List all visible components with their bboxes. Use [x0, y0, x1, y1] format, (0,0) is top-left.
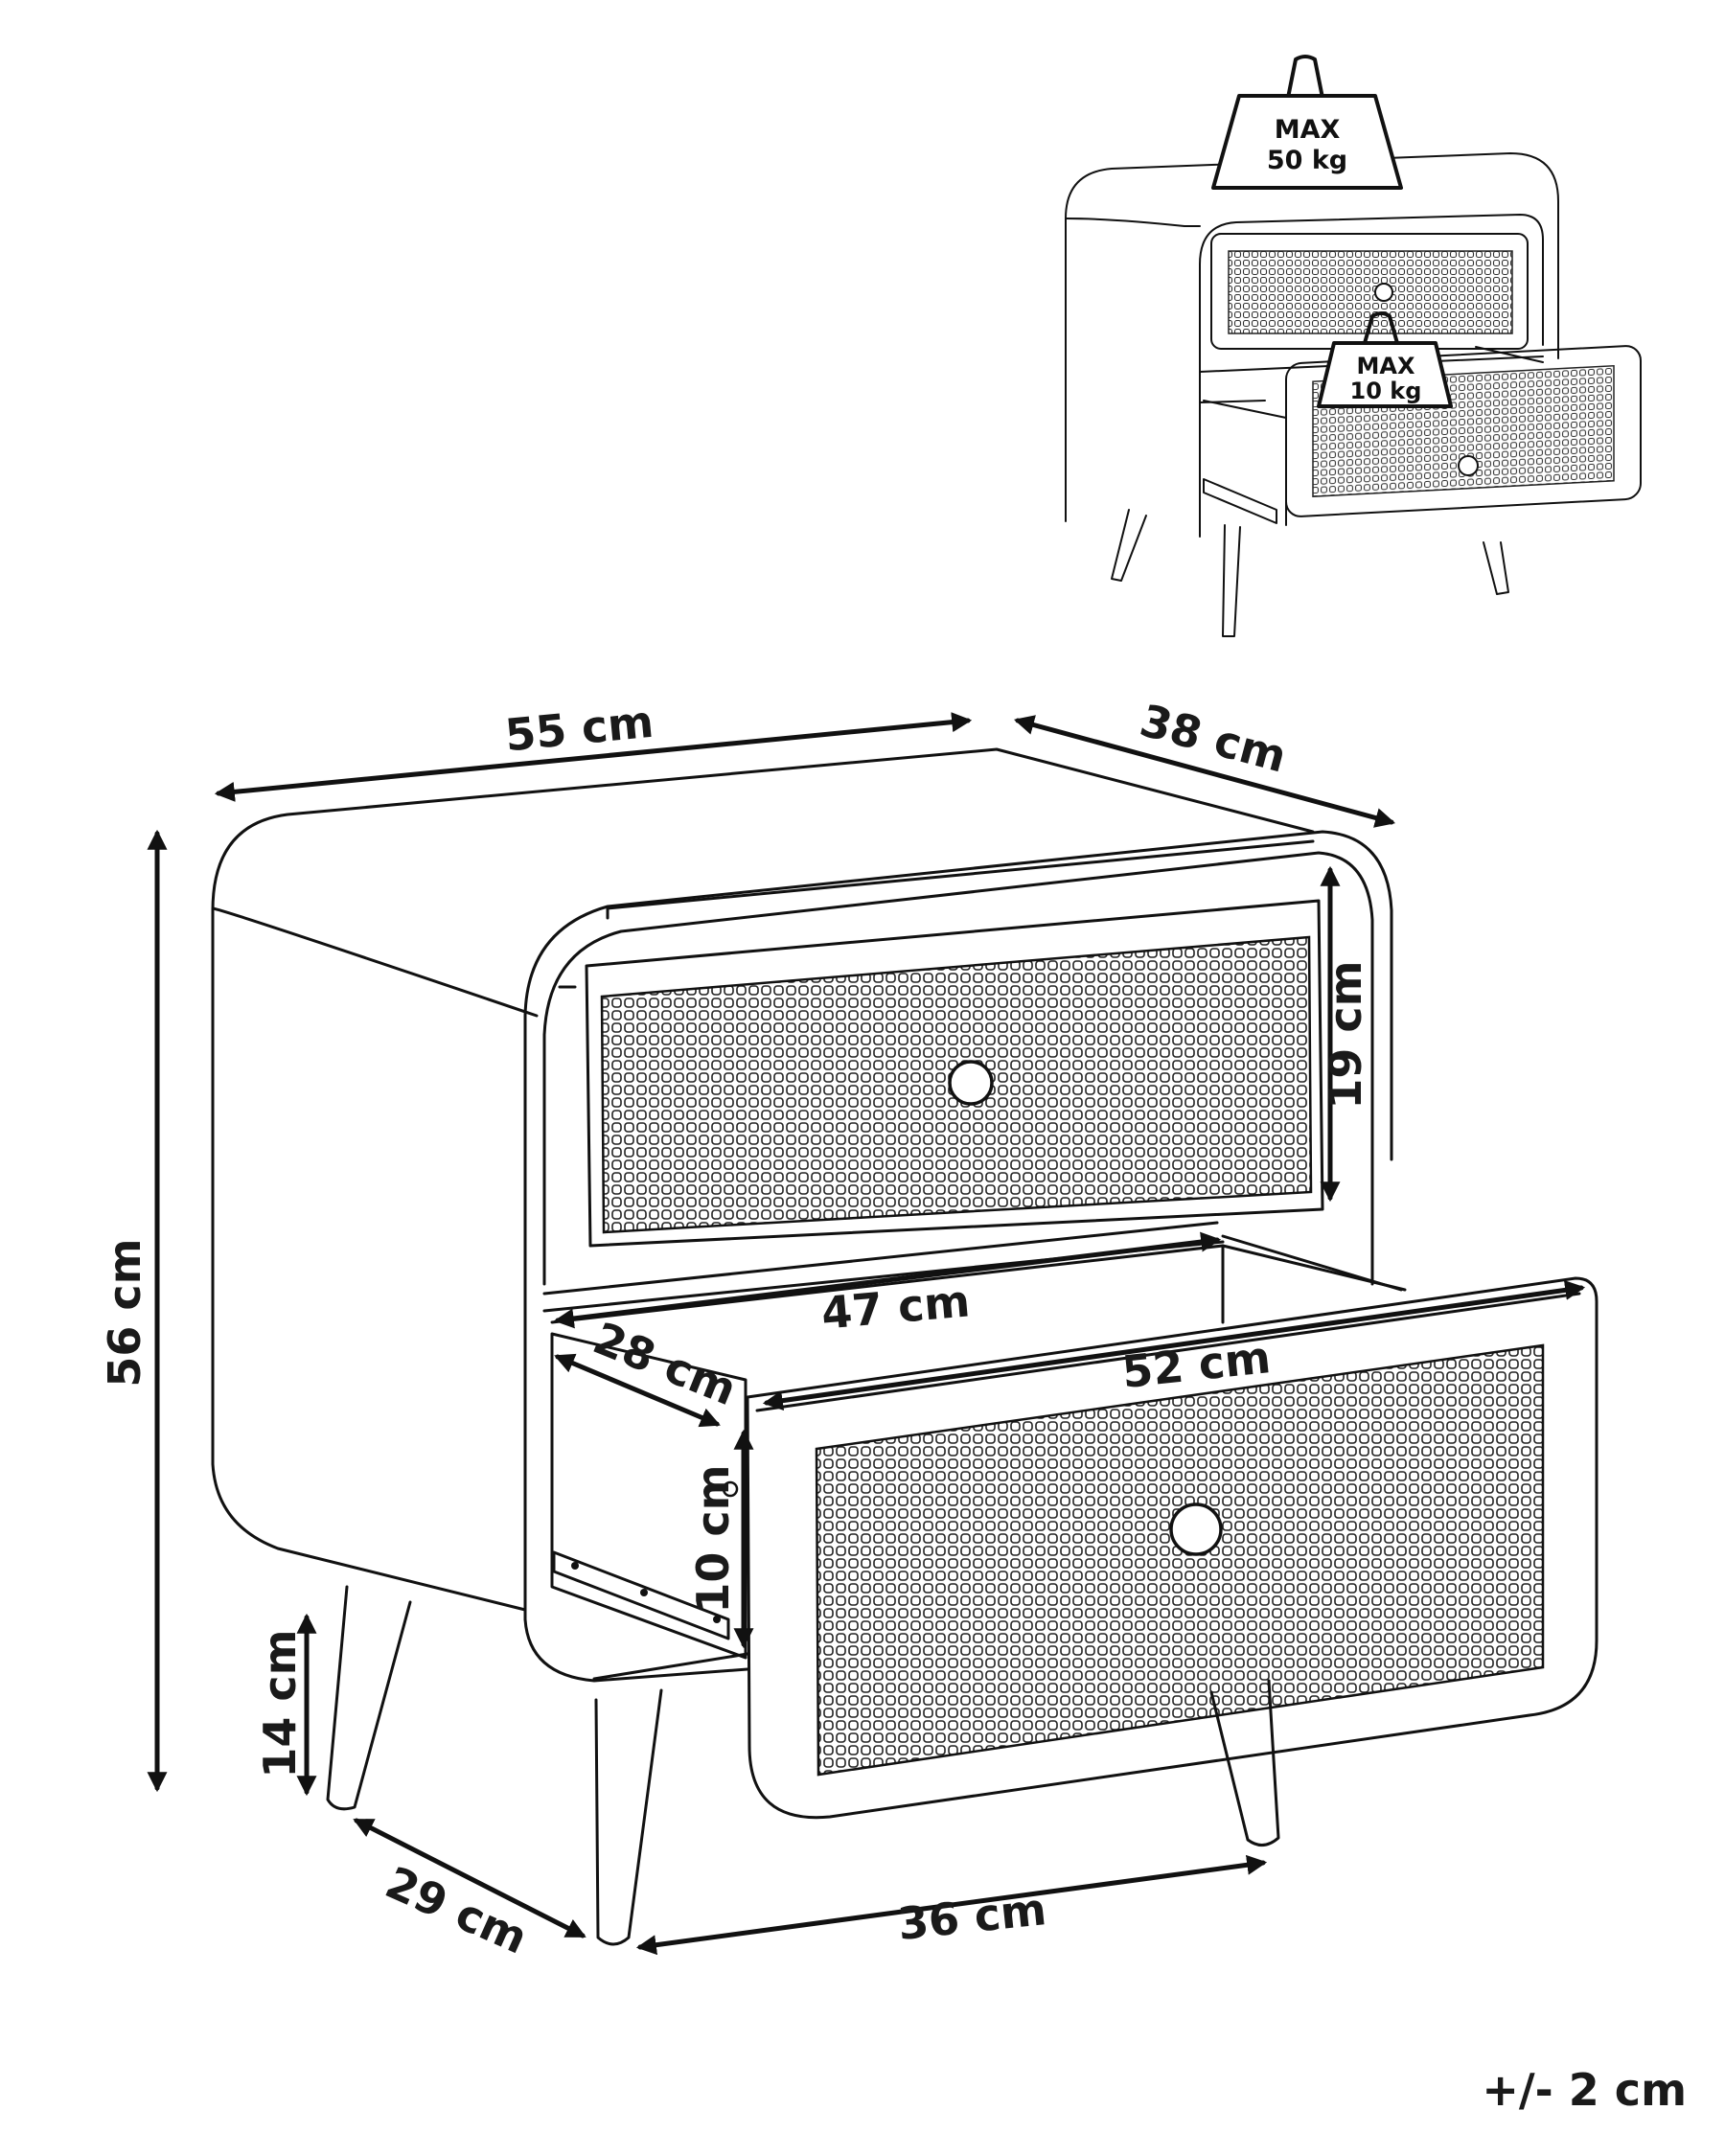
dim-width-line — [214, 712, 973, 802]
cabinet-left-outer — [211, 908, 527, 1612]
bottom-drawer-knob — [1169, 1502, 1223, 1556]
dim-leg-spacing-depth-line — [353, 1818, 586, 1938]
dim-drawer-front-width-line — [762, 1279, 1586, 1411]
top-weight-body — [1211, 94, 1403, 190]
small-cabinet-side-edge — [1065, 218, 1201, 227]
main-cabinet — [211, 747, 1598, 1946]
small-pulled-drawer-side — [1203, 400, 1287, 526]
front-frame-inner — [542, 851, 1374, 1286]
label-drawer-inner-height: 10 cm — [687, 1464, 739, 1613]
bottom-drawer-cane — [815, 1343, 1545, 1777]
dimension-lines — [147, 712, 1586, 1956]
tolerance-note: +/- 2 cm — [1482, 2064, 1687, 2116]
top-drawer — [558, 899, 1324, 1248]
small-pulled-drawer-knob — [1458, 455, 1479, 476]
load-capacity-view: MAX 50 kg MAX 10 kg — [1065, 55, 1642, 637]
drawer-weight-body — [1317, 341, 1453, 408]
rail-screw-2 — [640, 1589, 648, 1596]
label-drawer-inner-width: 47 cm — [819, 1274, 972, 1339]
top-weight-line2: 50 kg — [1267, 146, 1347, 175]
label-leg-height: 14 cm — [254, 1629, 306, 1778]
small-leg-back-left — [1111, 509, 1147, 582]
drawer-weight: MAX 10 kg — [1317, 311, 1453, 408]
cabinet-left-front-edge — [211, 906, 539, 1018]
drawer-slide-rail — [552, 1550, 730, 1640]
top-inner-line — [606, 839, 1315, 910]
small-pulled-drawer-back — [1475, 346, 1544, 363]
label-leg-spacing-width: 36 cm — [895, 1883, 1048, 1950]
drawer-weight-line1: MAX — [1357, 353, 1415, 379]
top-weight: MAX 50 kg — [1211, 55, 1403, 190]
drawer-box-back — [550, 1244, 1407, 1324]
dimension-labels: 55 cm 38 cm 56 cm 19 cm 47 cm 28 cm 52 c… — [99, 694, 1371, 1963]
top-weight-line1: MAX — [1275, 115, 1341, 145]
small-cabinet-front-frame — [1199, 214, 1544, 346]
rail-screw-3 — [713, 1616, 721, 1623]
drawer-front-panel — [746, 1276, 1598, 1820]
top-drawer-front — [585, 899, 1324, 1248]
label-depth: 38 cm — [1135, 694, 1292, 782]
rail-screw-1 — [571, 1562, 579, 1570]
cabinet-bottom-inner — [592, 1652, 749, 1681]
dim-drawer-inner-depth-line — [554, 1353, 721, 1428]
leg-back-left — [326, 1585, 412, 1811]
cabinet-top-surface — [211, 747, 1315, 912]
small-drawer-rail — [1203, 478, 1277, 524]
front-frame-outer — [523, 830, 1393, 1161]
leg-front-left — [594, 1688, 663, 1946]
dim-depth-line — [1013, 715, 1396, 828]
top-drawer-knob — [948, 1060, 994, 1106]
label-drawer-front-height: 19 cm — [1320, 960, 1371, 1109]
small-top-drawer-knob — [1374, 283, 1393, 302]
dim-leg-spacing-width-line — [635, 1854, 1268, 1956]
small-pulled-drawer-front — [1285, 345, 1642, 517]
cabinet-bottom — [523, 1617, 749, 1683]
small-leg-front-right — [1483, 541, 1509, 595]
leg-front-right — [1209, 1679, 1280, 1846]
drawer-weight-line2: 10 kg — [1350, 378, 1422, 404]
label-height: 56 cm — [99, 1238, 150, 1387]
small-leg-front-left — [1222, 524, 1241, 637]
